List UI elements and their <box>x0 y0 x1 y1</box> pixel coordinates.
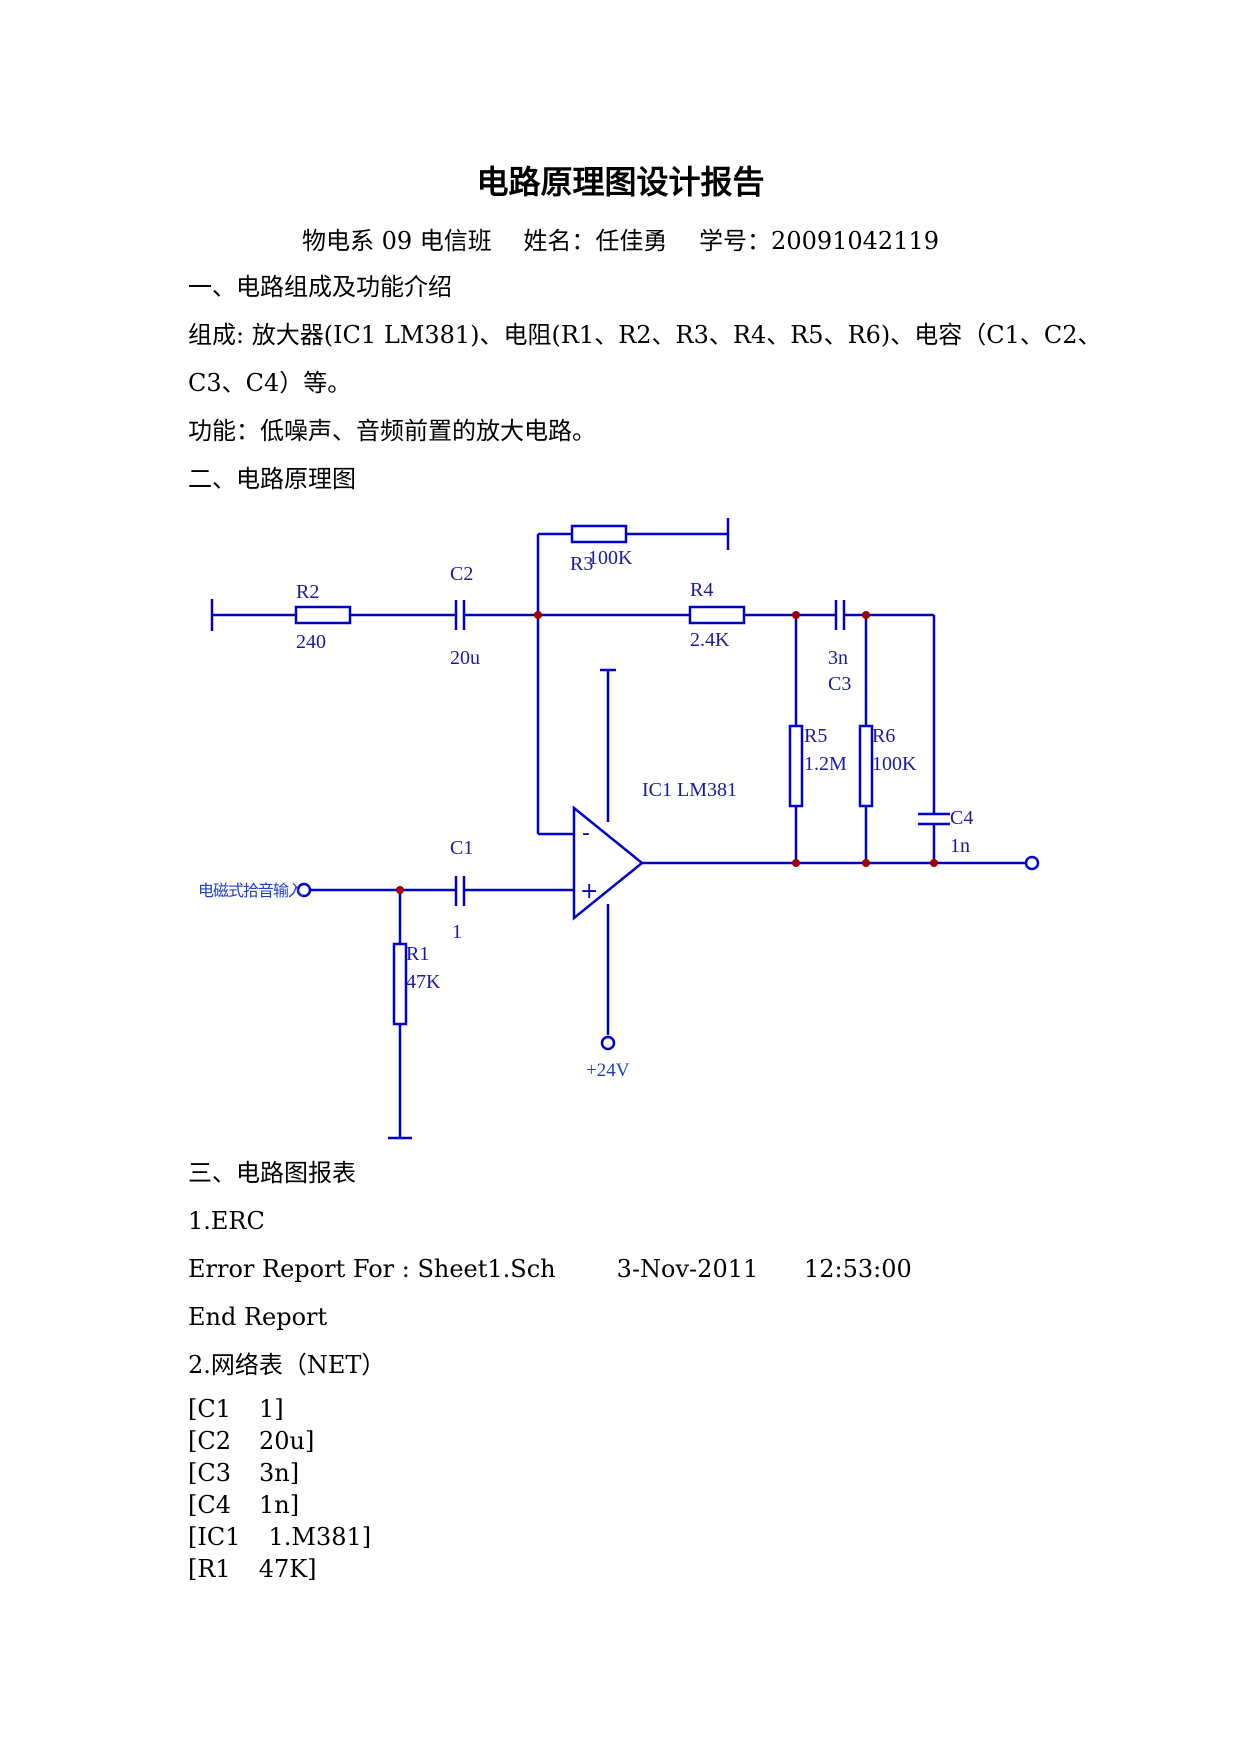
net-value: 1.M381] <box>268 1523 372 1551</box>
c3-label: C3 <box>828 673 851 695</box>
c2-value: 20u <box>450 647 480 669</box>
r1-label: R1 <box>406 943 429 965</box>
net-row-r1: [R1 47K] <box>188 1554 317 1584</box>
c4-label: C4 <box>950 807 973 829</box>
function-line: 功能：低噪声、音频前置的放大电路。 <box>188 417 596 445</box>
ic1-label: IC1 LM381 <box>642 779 737 801</box>
student-name: 姓名：任佳勇 <box>523 227 668 255</box>
c1-value: 1 <box>452 921 462 943</box>
c1-label: C1 <box>450 837 473 859</box>
c3-value: 3n <box>828 647 848 669</box>
opamp-minus: - <box>582 821 590 846</box>
r5-label: R5 <box>804 725 827 747</box>
net-ref: [R1 <box>188 1555 231 1583</box>
c4-value: 1n <box>950 835 970 857</box>
composition-line-2: C3、C4）等。 <box>188 369 352 397</box>
net-row-ic1: [IC1 1.M381] <box>188 1522 371 1552</box>
net-ref: [IC1 <box>188 1523 241 1551</box>
net-ref: [C3 <box>188 1459 231 1487</box>
supply-label: +24V <box>586 1060 630 1081</box>
net-value: 1] <box>259 1395 284 1423</box>
net-value: 47K] <box>258 1555 317 1583</box>
r2-label: R2 <box>296 581 319 603</box>
net-ref: [C1 <box>188 1395 231 1423</box>
r2-value: 240 <box>296 631 326 653</box>
r3-label: R3 <box>570 553 593 575</box>
erc-line: Error Report For : Sheet1.Sch 3-Nov-2011… <box>188 1255 912 1283</box>
composition-line-1: 组成: 放大器(IC1 LM381)、电阻(R1、R2、R3、R4、R5、R6)… <box>188 321 1102 349</box>
c2-label: C2 <box>450 563 473 585</box>
page-title: 电路原理图设计报告 <box>476 163 765 201</box>
input-label: 电磁式拾音输入 <box>198 881 304 900</box>
circuit-schematic: R2 240 C2 20u R3 100K R4 2.4K 3n C3 R5 1… <box>198 518 1040 1140</box>
net-ref: [C4 <box>188 1491 231 1519</box>
r4-label: R4 <box>690 579 713 601</box>
erc-title: 1.ERC <box>188 1207 265 1235</box>
section1-heading: 一、电路组成及功能介绍 <box>188 273 452 301</box>
student-id: 学号：20091042119 <box>699 227 940 255</box>
net-value: 20u] <box>259 1427 315 1455</box>
r6-label: R6 <box>872 725 895 747</box>
net-value: 1n] <box>259 1491 300 1519</box>
r1-value: 47K <box>406 971 441 993</box>
r5-value: 1.2M <box>804 753 847 775</box>
net-value: 3n] <box>259 1459 300 1487</box>
author-line: 物电系 09 电信班 姓名：任佳勇 学号：20091042119 <box>0 226 1241 256</box>
r3-value: 100K <box>588 547 633 569</box>
net-row-c1: [C1 1] <box>188 1394 284 1424</box>
net-row-c3: [C3 3n] <box>188 1458 299 1488</box>
r6-value: 100K <box>872 753 917 775</box>
erc-end: End Report <box>188 1303 328 1331</box>
net-ref: [C2 <box>188 1427 231 1455</box>
section3-heading: 三、电路图报表 <box>188 1159 356 1187</box>
net-row-c4: [C4 1n] <box>188 1490 299 1520</box>
class-info: 物电系 09 电信班 <box>301 227 492 255</box>
net-title: 2.网络表（NET） <box>188 1351 386 1379</box>
opamp-plus: + <box>580 879 598 904</box>
section2-heading: 二、电路原理图 <box>188 465 356 493</box>
net-row-c2: [C2 20u] <box>188 1426 314 1456</box>
r4-value: 2.4K <box>690 629 730 651</box>
